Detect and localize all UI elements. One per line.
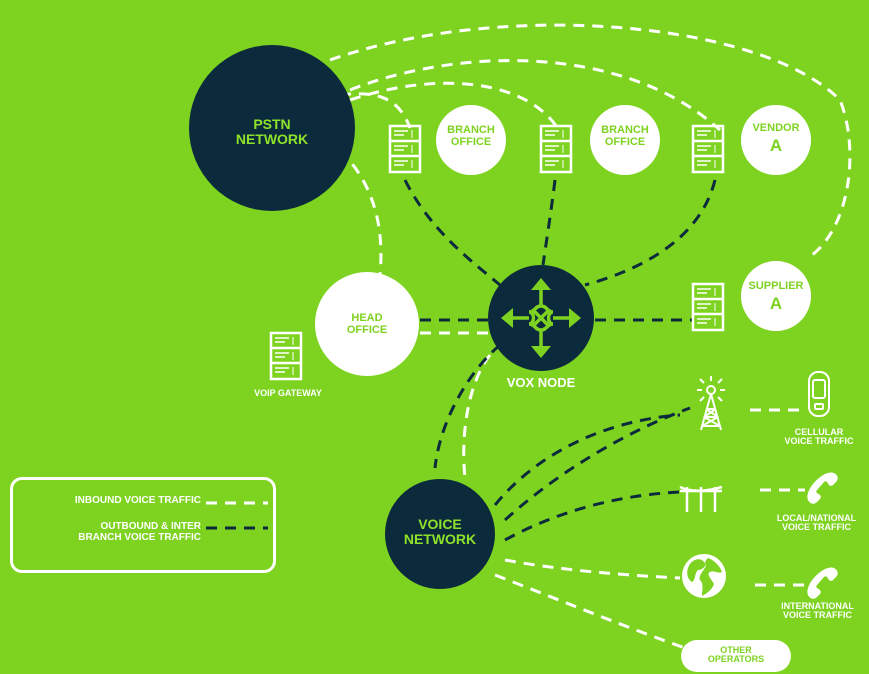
branch1-to-vox-line — [403, 179, 501, 287]
server-icon — [269, 331, 303, 381]
pstn-to-supplier-line — [329, 23, 852, 260]
vox-to-voice-outbound-line — [433, 343, 501, 469]
vendor-a-node — [741, 105, 811, 175]
cell-tower-icon — [697, 376, 725, 431]
other-operators-pill — [681, 640, 791, 672]
branch-office-2-node — [590, 105, 660, 175]
handset-icon — [807, 567, 838, 599]
voice-to-tower-line-b — [493, 413, 681, 506]
server-icon — [388, 124, 422, 174]
arrows-node-icon — [501, 278, 581, 358]
pstn-to-branch1-line — [339, 92, 412, 129]
server-icon — [691, 124, 725, 174]
globe-icon — [682, 554, 726, 598]
telephone-pole-icon — [679, 485, 723, 512]
pstn-to-vendor-line — [349, 59, 722, 132]
supplier-a-node — [741, 261, 811, 331]
legend-inbound-swatch — [206, 501, 268, 505]
voice-network-node — [385, 479, 495, 589]
mobile-phone-icon — [808, 371, 830, 417]
vox-to-voice-inbound-line — [462, 354, 492, 479]
legend-inbound-label: INBOUND VOICE TRAFFIC — [74, 495, 201, 506]
vendor-to-vox-line — [584, 179, 717, 287]
outbound-connections — [403, 179, 717, 542]
branch2-to-vox-line — [541, 179, 557, 266]
head-office-node — [315, 272, 419, 376]
legend-outbound-swatch — [206, 526, 268, 530]
voice-to-other-line — [494, 573, 686, 650]
server-icon — [539, 124, 573, 174]
pstn-network-node — [189, 45, 355, 211]
handset-icon — [807, 472, 838, 504]
server-icon — [691, 282, 725, 332]
vox-node-label: VOX NODE — [506, 375, 576, 390]
pstn-to-head-line — [338, 148, 383, 276]
voice-to-pole-line — [504, 490, 681, 542]
voice-to-globe-line — [504, 558, 681, 580]
branch-office-1-node — [436, 105, 506, 175]
voip-gateway-label: VOIP GATEWAY — [254, 388, 322, 398]
inbound-connections — [329, 23, 852, 650]
